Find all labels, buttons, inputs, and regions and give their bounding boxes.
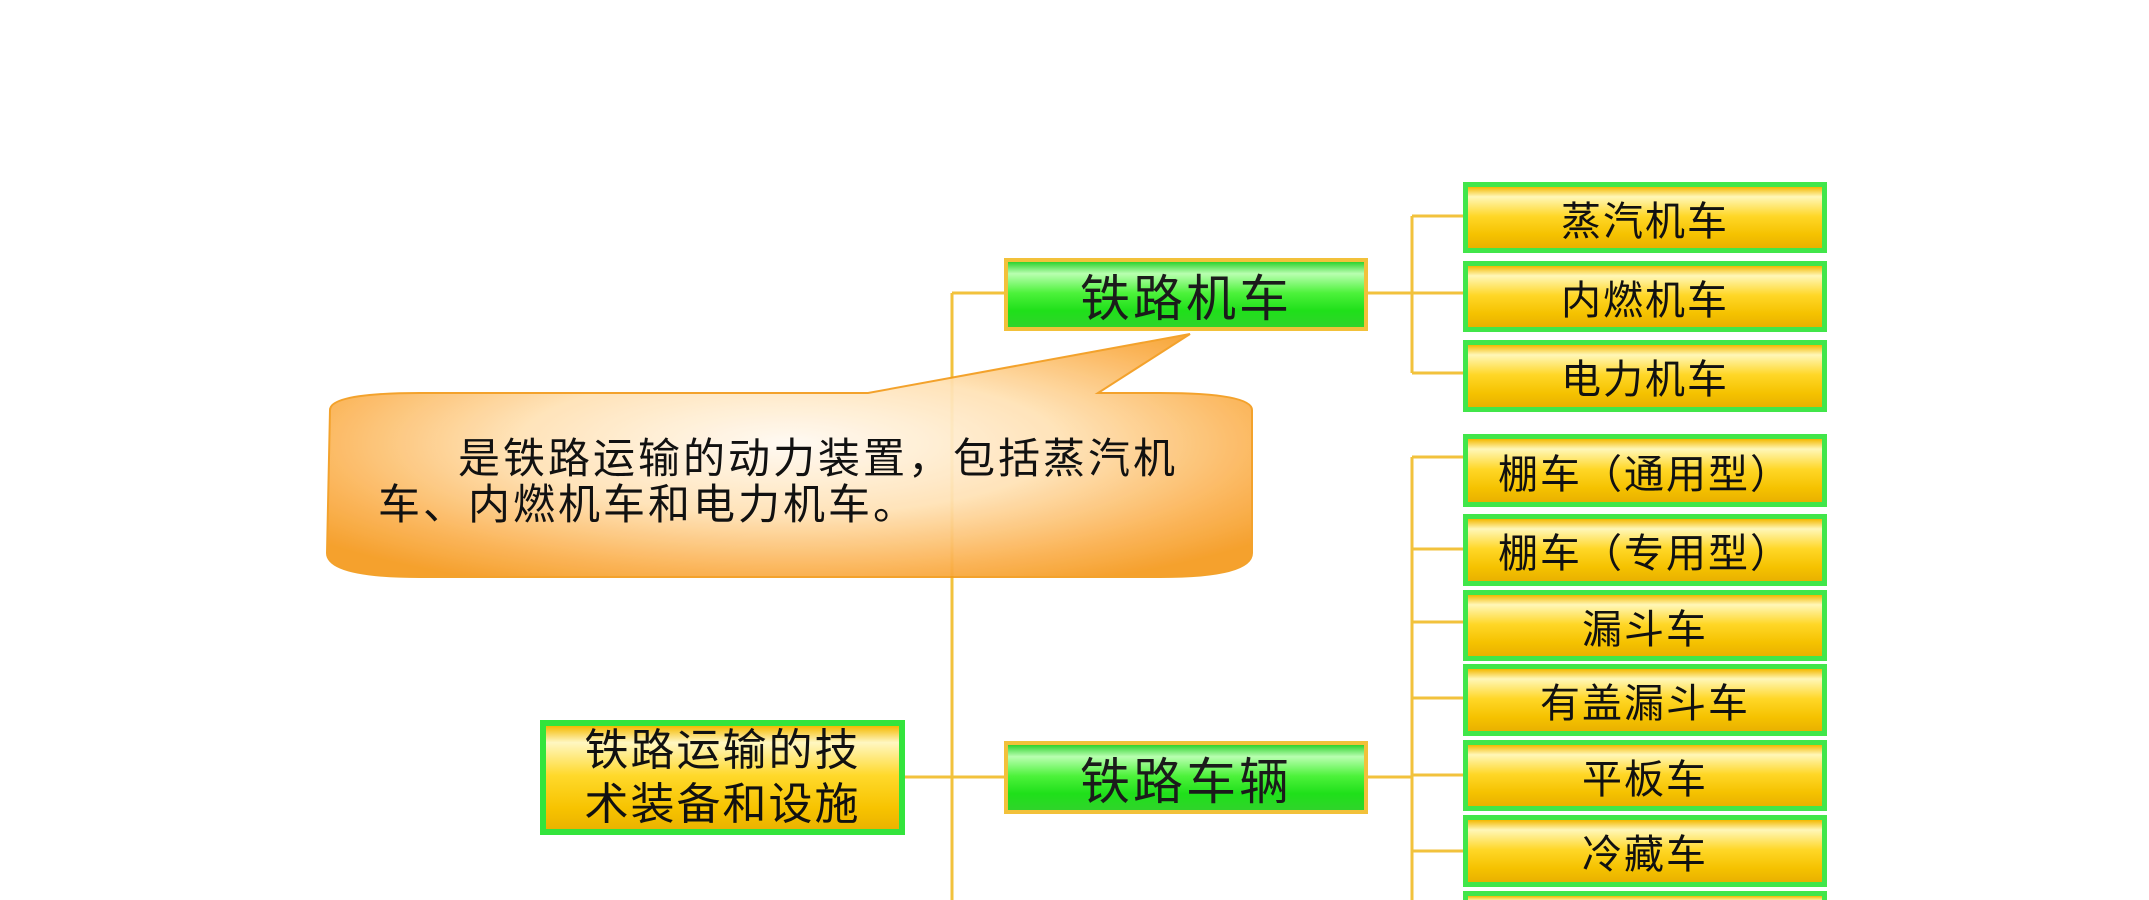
locomotive-node[interactable]: 铁路机车 <box>1004 258 1368 331</box>
root-label-line2: 术装备和设施 <box>584 778 861 830</box>
leaf-hopper-car[interactable]: 漏斗车 <box>1463 590 1827 661</box>
leaf-partial[interactable] <box>1463 891 1827 900</box>
leaf-refrigerator-car[interactable]: 冷藏车 <box>1463 815 1827 887</box>
callout-text: 是铁路运输的动力装置，包括蒸汽机车、内燃机车和电力机车。 <box>378 434 1179 529</box>
leaf-covered-hopper-car[interactable]: 有盖漏斗车 <box>1463 664 1827 736</box>
root-label-line1: 铁路运输的技 <box>584 724 861 776</box>
leaf-electric-locomotive[interactable]: 电力机车 <box>1463 340 1827 412</box>
vehicle-node[interactable]: 铁路车辆 <box>1004 741 1368 814</box>
root-node[interactable]: 铁路运输的技 术装备和设施 <box>540 720 905 835</box>
leaf-flat-car[interactable]: 平板车 <box>1463 740 1827 811</box>
callout-shape-path <box>325 333 1253 578</box>
leaf-boxcar-special[interactable]: 棚车（专用型） <box>1463 514 1827 586</box>
leaf-boxcar-general[interactable]: 棚车（通用型） <box>1463 434 1827 507</box>
leaf-diesel-locomotive[interactable]: 内燃机车 <box>1463 261 1827 332</box>
leaf-steam-locomotive[interactable]: 蒸汽机车 <box>1463 182 1827 253</box>
